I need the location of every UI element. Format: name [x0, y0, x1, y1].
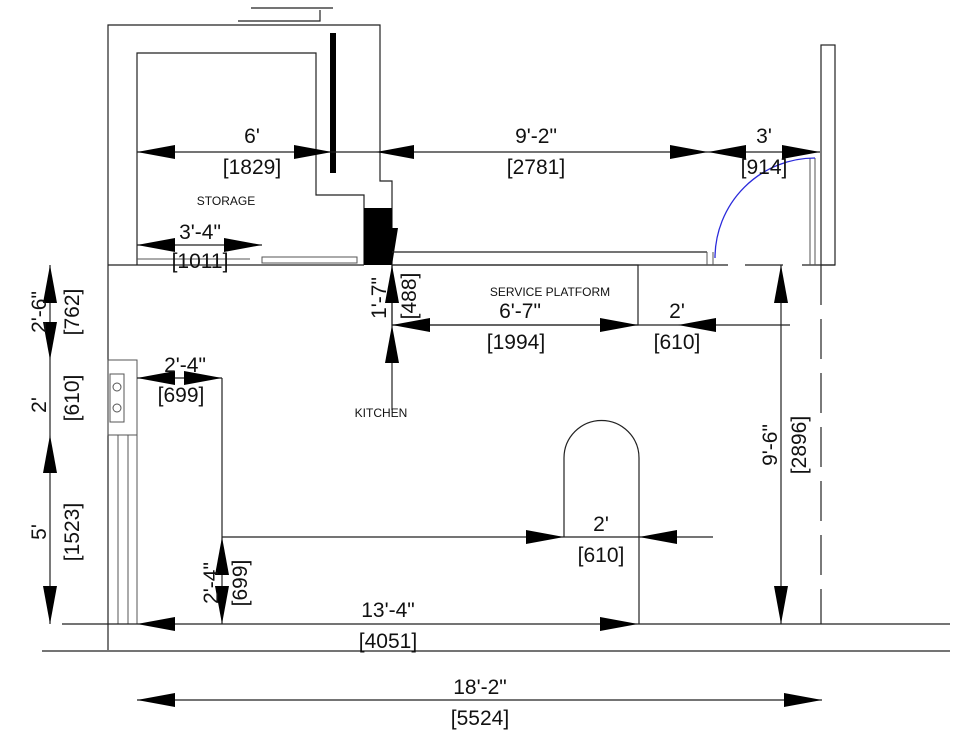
dim-platform-length: 6'-7" [499, 300, 541, 323]
arrowhead-icon [600, 617, 638, 631]
dimension-lines [49, 151, 822, 701]
dim-left-mid: 2' [28, 397, 51, 413]
arch [563, 419, 640, 624]
dim-counter-depth-mm: [699] [158, 384, 205, 407]
arrowhead-icon [137, 238, 175, 252]
arrowhead-icon [137, 693, 175, 707]
dim-arch-width-mm: [610] [578, 544, 625, 567]
arrowhead-icon [184, 371, 222, 385]
arrowhead-icon [137, 145, 175, 159]
dim-left-mid-mm: [610] [61, 375, 84, 422]
arrowhead-icon [784, 693, 822, 707]
room-label-storage: STORAGE [197, 194, 255, 208]
dim-bottom-inner: 13'-4" [361, 599, 415, 622]
arrowhead-icon [774, 586, 788, 624]
dimension-arrows [43, 145, 822, 707]
arrowhead-icon [392, 318, 430, 332]
arrowhead-icon [782, 145, 820, 159]
arrowhead-icon [385, 325, 399, 363]
walls [42, 7, 950, 652]
dim-mid-width-mm: [2781] [507, 156, 565, 179]
arrowhead-icon [774, 265, 788, 303]
dim-storage-opening-mm: [1011] [172, 250, 229, 273]
stove [107, 359, 138, 436]
dim-overall: 18'-2" [453, 676, 507, 699]
dim-storage-width-mm: [1829] [223, 156, 281, 179]
arrowhead-icon [43, 586, 57, 624]
arrowhead-icon [137, 617, 175, 631]
arrowhead-icon [43, 265, 57, 303]
room-labels: STORAGE SERVICE PLATFORM KITCHEN [197, 194, 610, 420]
dim-left-bottom-mm: [1523] [61, 503, 84, 561]
dim-storage-opening: 3'-4" [179, 221, 221, 244]
dim-left-top: 2'-6" [28, 291, 51, 333]
dim-platform-gap: 2' [669, 300, 685, 323]
arrowhead-icon [670, 145, 708, 159]
dim-counter-depth-vertical-mm: [699] [229, 560, 252, 607]
dim-platform-depth-mm: [488] [398, 273, 421, 320]
dim-platform-gap-mm: [610] [654, 331, 701, 354]
dimension-labels: 6' [1829] 9'-2" [2781] 3' [914] 3'-4" [1… [28, 125, 811, 730]
dim-arch-width: 2' [593, 513, 609, 536]
arrowhead-icon [294, 145, 332, 159]
arrowhead-icon [215, 537, 229, 575]
arrowhead-icon [708, 145, 746, 159]
dim-door-width: 3' [756, 125, 772, 148]
dim-storage-width: 6' [244, 125, 260, 148]
dim-counter-depth: 2'-4" [164, 354, 206, 377]
arrowhead-icon [639, 530, 677, 544]
room-label-service-platform: SERVICE PLATFORM [490, 285, 610, 299]
dim-mid-width: 9'-2" [515, 125, 557, 148]
arrowhead-icon [526, 530, 564, 544]
arrowhead-icon [224, 238, 262, 252]
dim-bottom-inner-mm: [4051] [359, 630, 417, 653]
arrowhead-icon [600, 318, 638, 332]
arrowhead-icon [137, 371, 175, 385]
burner-icon [112, 403, 122, 413]
arrowhead-icon [215, 586, 229, 624]
burner-icon [112, 382, 122, 392]
room-label-kitchen: KITCHEN [355, 406, 408, 420]
dim-right-height: 9'-6" [759, 424, 782, 466]
door-swing [714, 157, 816, 259]
arrowhead-icon [385, 265, 399, 303]
dim-platform-depth: 1'-7" [368, 277, 391, 319]
arrowhead-icon [678, 318, 716, 332]
dim-overall-mm: [5524] [451, 707, 509, 730]
dim-platform-length-mm: [1994] [487, 331, 545, 354]
arrowhead-icon [43, 322, 57, 360]
dim-counter-depth-vertical: 2'-4" [200, 562, 223, 604]
dim-left-bottom: 5' [28, 524, 51, 540]
arrowhead-icon [376, 145, 414, 159]
dim-right-height-mm: [2896] [788, 416, 811, 474]
dim-door-width-mm: [914] [741, 156, 788, 179]
dim-left-top-mm: [762] [61, 289, 84, 336]
arrowhead-icon [43, 435, 57, 473]
wall-bar [330, 33, 336, 173]
column-block [364, 208, 398, 265]
